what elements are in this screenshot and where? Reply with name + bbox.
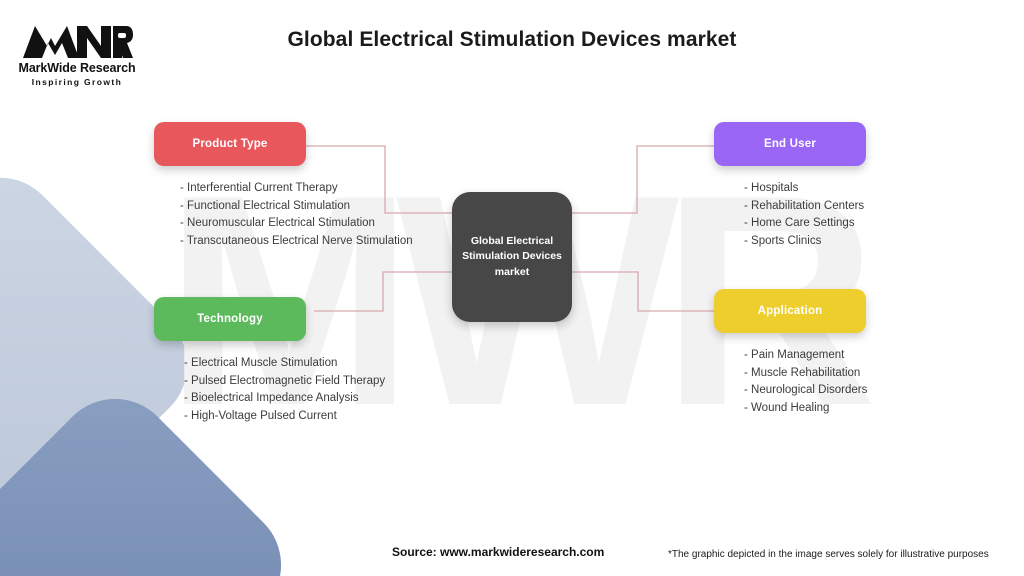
list-item: - Pain Management [744, 349, 845, 361]
list-item: - Sports Clinics [744, 234, 822, 247]
list-item: - Neurological Disorders [744, 384, 868, 397]
category-items-technology: - Electrical Muscle Stimulation - Pulsed… [184, 355, 385, 425]
list-item: - Neuromuscular Electrical Stimulation [180, 217, 375, 230]
category-items-end-user: - Hospitals - Rehabilitation Centers - H… [744, 180, 866, 250]
category-product-type: Product Type - Interferential Current Th… [154, 122, 413, 266]
connector-end-user [572, 145, 714, 214]
list-item: - Functional Electrical Stimulation [180, 199, 351, 212]
brand-logo: MarkWide Research Inspiring Growth [16, 24, 138, 87]
page-title: Global Electrical Stimulation Devices ma… [287, 28, 737, 51]
category-pill-product-type[interactable]: Product Type [154, 122, 306, 166]
connector-application [572, 271, 714, 312]
category-end-user: End User - Hospitals - Rehabilitation Ce… [714, 122, 866, 266]
list-item: - Rehabilitation Centers [744, 199, 865, 212]
list-item: - Interferential Current Therapy [180, 182, 338, 194]
list-item: - Electrical Muscle Stimulation [184, 357, 338, 369]
list-item: - Muscle Rehabilitation [744, 366, 861, 379]
brand-tagline: Inspiring Growth [31, 77, 123, 87]
mwr-logo-icon [23, 26, 133, 58]
list-item: - Home Care Settings [744, 217, 855, 230]
category-pill-technology[interactable]: Technology [154, 297, 306, 341]
connector-product-type [306, 145, 452, 214]
brand-name: MarkWide Research [18, 61, 136, 75]
footer-disclaimer: *The graphic depicted in the image serve… [668, 549, 989, 560]
list-item: - High-Voltage Pulsed Current [184, 409, 337, 422]
category-label-application: Application [757, 305, 823, 317]
category-pill-application[interactable]: Application [714, 289, 866, 333]
list-item: - Transcutaneous Electrical Nerve Stimul… [180, 234, 413, 247]
category-label-product-type: Product Type [192, 138, 268, 150]
category-label-technology: Technology [197, 313, 263, 325]
center-node: Global Electrical Stimulation Devices ma… [452, 192, 572, 322]
list-item: - Hospitals [744, 182, 799, 194]
category-application: Application - Pain Management - Muscle R… [714, 289, 867, 433]
category-label-end-user: End User [763, 138, 817, 150]
footer-source: Source: www.markwideresearch.com [392, 545, 605, 559]
list-item: - Wound Healing [744, 401, 830, 414]
category-items-application: - Pain Management - Muscle Rehabilitatio… [744, 347, 867, 417]
category-items-product-type: - Interferential Current Therapy - Funct… [180, 180, 413, 250]
list-item: - Pulsed Electromagnetic Field Therapy [184, 374, 386, 387]
list-item: - Bioelectrical Impedance Analysis [184, 392, 359, 405]
connector-technology [314, 271, 452, 312]
category-technology: Technology - Electrical Muscle Stimulati… [154, 297, 385, 441]
category-pill-end-user[interactable]: End User [714, 122, 866, 166]
center-node-label: Global Electrical Stimulation Devices ma… [462, 235, 562, 278]
